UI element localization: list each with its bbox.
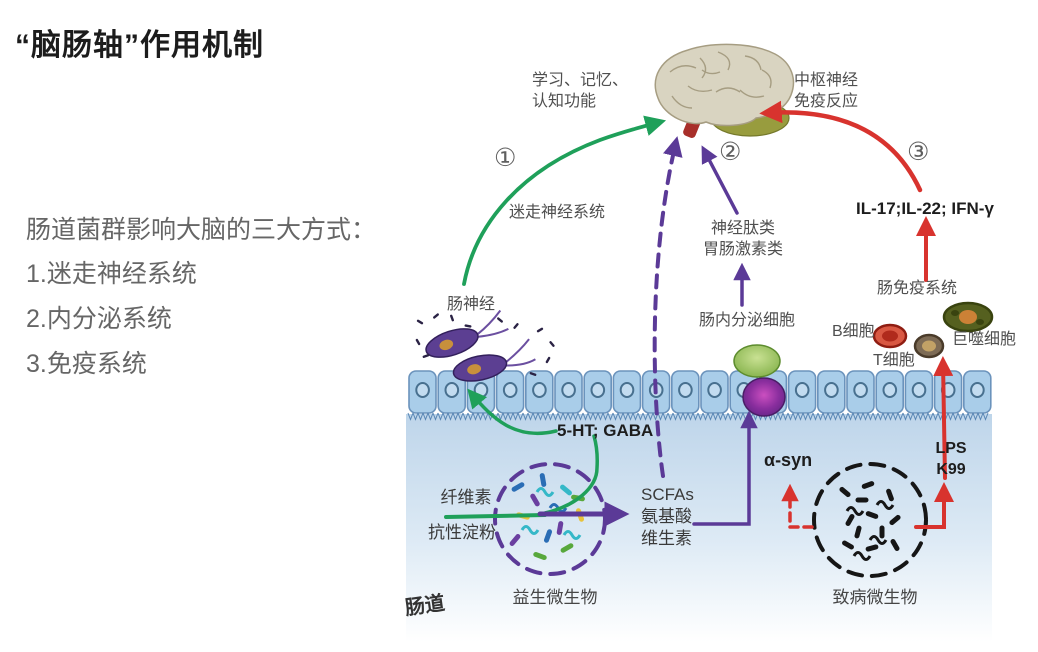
arrow-microbe-to-5ht [543,434,599,515]
t-cell-illustration [913,333,945,359]
probiotics-label: 益生微生物 [512,588,598,607]
b-cell-label: B细胞 [832,323,875,340]
resistant-starch-label: 抗性淀粉 [428,523,496,542]
arrow-fiber-input [444,513,547,519]
vagus-system-label: 迷走神经系统 [509,204,606,221]
pathogenic-bacteria [839,481,901,561]
intestinal-epithelium [408,370,992,414]
alpha-syn-label: α-syn [764,450,813,470]
gut-lumen-background [406,414,992,642]
arrow-asyn-dashed [781,483,814,529]
arrow-pathogen-to-lps [914,482,954,529]
brain-illustration [654,43,795,138]
macrophage-label: 巨噬细胞 [952,331,1017,348]
macrophage-illustration [942,301,994,333]
enteric-nerve-label: 肠神经 [447,296,496,313]
arrow-scfas-dashed-to-brain [652,136,683,478]
arrow-lps-to-immune-cells [933,356,954,480]
pathway-arrows [444,100,954,529]
gut-immune-system-label: 肠免疫系统 [877,280,958,297]
b-cell-illustration [872,323,908,349]
page-title: “脑肠轴”作用机制 [15,29,264,62]
brush-border [407,412,989,421]
step-3-badge: ③ [907,138,930,166]
list-item-vagus: 1.迷走神经系统 [26,260,197,288]
nerve-terminal-specks [415,313,555,376]
step-2-badge: ② [719,138,742,166]
enteroendocrine-cell-purple [742,377,786,417]
t-cell-label: T细胞 [873,352,915,369]
neuropeptides-label: 神经肽类 胃肠激素类 [702,220,784,258]
arrow-peptides-to-brain [701,145,739,215]
pathogens-label: 致病微生物 [832,588,918,607]
enteroendocrine-cell-green [733,344,781,378]
cytokines-label: IL-17;IL-22; IFN-γ [856,199,994,218]
brain-function-label: 学习、记忆、 认知功能 [532,72,629,110]
fiber-label: 纤维素 [440,488,492,507]
list-item-endocrine: 2.内分泌系统 [26,305,172,333]
arrow-5ht-to-epithelium [467,388,558,436]
list-item-immune: 3.免疫系统 [26,350,147,378]
arrow-metabolite-to-endocrine-cell [692,410,758,526]
arrow-vagus-to-brain [462,115,667,286]
arrow-cytokines-to-brain [759,100,923,193]
step-1-badge: ① [494,144,517,172]
cns-immune-label: 中枢神经 免疫反应 [794,72,859,110]
neurotransmitters-label: 5-HT; GABA [557,421,654,440]
enteroendocrine-label: 肠内分泌细胞 [699,312,796,329]
lps-k99-label: LPS K99 [935,440,967,478]
intro-text: 肠道菌群影响大脑的三大方式： [26,216,377,244]
pathogen-circle [812,462,928,578]
metabolites-label: SCFAs 氨基酸 维生素 [641,485,694,548]
brain-sulci [669,51,772,109]
three-ways-list: 1.迷走神经系统 2.内分泌系统 3.免疫系统 [26,252,197,387]
enteric-neurons [415,309,555,382]
